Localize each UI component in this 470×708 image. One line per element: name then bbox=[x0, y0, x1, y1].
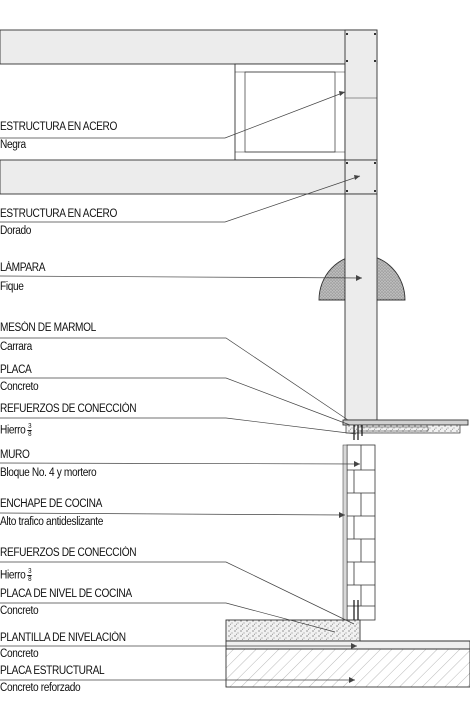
label-muro-subtitle: Bloque No. 4 y mortero bbox=[0, 467, 97, 479]
leader-steel-black bbox=[0, 91, 346, 139]
leader-cladding bbox=[0, 512, 346, 516]
label-rebar-lower-title: REFUERZOS DE CONECCIÓN bbox=[0, 547, 137, 559]
leader-countertop bbox=[0, 337, 349, 421]
rebar-lower-fraction-den: 8 bbox=[28, 576, 32, 583]
rebar-upper-material: Hierro bbox=[0, 424, 26, 437]
leader-lamp bbox=[0, 275, 363, 279]
wall-upper bbox=[344, 193, 378, 421]
rebar-lower-fraction-num: 3 bbox=[27, 568, 33, 576]
bolt-markers bbox=[346, 33, 376, 192]
leader-kitchen-slab bbox=[0, 602, 336, 633]
label-lamp-title: LÁMPARA bbox=[0, 262, 46, 274]
label-steel-gold-title: ESTRUCTURA EN ACERO bbox=[0, 208, 118, 220]
kitchen-tile-cladding bbox=[342, 444, 348, 621]
label-steel-gold-subtitle: Dorado bbox=[0, 225, 32, 237]
label-placa-subtitle: Concreto bbox=[0, 381, 39, 393]
rebar-upper-fraction-den: 8 bbox=[28, 431, 32, 438]
label-lamp-subtitle: Fique bbox=[0, 281, 24, 293]
upper-steel-beam bbox=[0, 29, 378, 65]
leader-placa bbox=[0, 377, 351, 426]
block-wall bbox=[346, 444, 376, 621]
leader-rebar-lower bbox=[0, 561, 355, 625]
rebar-upper-fraction-num: 3 bbox=[27, 423, 33, 431]
label-countertop-title: MESÓN DE MARMOL bbox=[0, 322, 96, 334]
label-cladding-subtitle: Alto trafico antideslizante bbox=[0, 516, 104, 528]
steel-column bbox=[344, 29, 378, 195]
label-kitchen-slab-title: PLACA DE NIVEL DE COCINA bbox=[0, 588, 132, 600]
leader-muro bbox=[0, 462, 361, 465]
label-muro-title: MURO bbox=[0, 449, 30, 461]
label-leveling-subtitle: Concreto bbox=[0, 648, 39, 660]
label-structural-title: PLACA ESTRUCTURAL bbox=[0, 665, 105, 677]
label-structural-subtitle: Concreto reforzado bbox=[0, 682, 81, 694]
leader-rebar-upper bbox=[0, 417, 357, 435]
label-leveling-title: PLANTILLA DE NIVELACIÓN bbox=[0, 632, 126, 644]
leader-steel-gold bbox=[0, 175, 361, 223]
window-frame bbox=[234, 63, 346, 161]
label-kitchen-slab-subtitle: Concreto bbox=[0, 605, 39, 617]
rebar-lower-material: Hierro bbox=[0, 569, 26, 582]
label-rebar-upper-title: REFUERZOS DE CONECCIÓN bbox=[0, 403, 137, 415]
kitchen-level-slab bbox=[225, 619, 361, 642]
label-steel-black-subtitle: Negra bbox=[0, 139, 26, 151]
leveling-base bbox=[225, 640, 470, 650]
label-cladding-title: ENCHAPE DE COCINA bbox=[0, 498, 102, 510]
connection-rebar-upper bbox=[353, 425, 363, 440]
leader-arrowheads bbox=[339, 91, 362, 683]
lower-steel-beam bbox=[0, 159, 346, 195]
structural-slab bbox=[225, 648, 470, 688]
label-steel-black-title: ESTRUCTURA EN ACERO bbox=[0, 121, 118, 133]
label-countertop-subtitle: Carrara bbox=[0, 341, 32, 353]
label-placa-title: PLACA bbox=[0, 364, 32, 376]
leader-lines bbox=[0, 91, 363, 681]
